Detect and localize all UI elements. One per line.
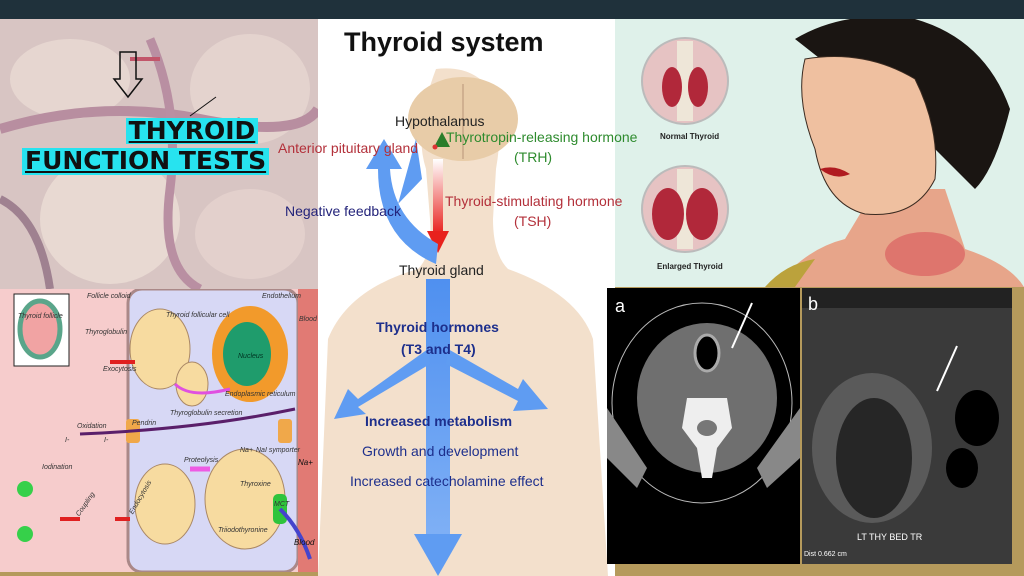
- label-anterior-pituitary: Anterior pituitary gland: [278, 140, 419, 156]
- label-thyroglobulin: Thyroglobulin: [85, 329, 128, 336]
- center-background: [318, 19, 615, 576]
- thyroid-system-diagram: Thyroid system Hypothalamus Anterior pit…: [278, 19, 637, 576]
- label-oxidation: Oxidation: [77, 423, 107, 430]
- goiter-panel: Normal Thyroid Enlarged Thyroid: [615, 19, 1024, 287]
- effect-growth: Growth and development: [362, 443, 519, 459]
- label-sodium-2: Na+: [298, 458, 313, 467]
- title-line-1: THYROID: [125, 117, 259, 145]
- label-thyroid-gland: Thyroid gland: [399, 262, 484, 278]
- label-blood-2: Blood: [294, 538, 315, 547]
- label-er: Endoplasmic reticulum: [225, 391, 296, 398]
- ct-scan-image: a: [607, 288, 800, 564]
- down-arrow-icon: [112, 51, 144, 99]
- label-negative-feedback: Negative feedback: [285, 203, 401, 219]
- negative-feedback-arrow: [366, 139, 438, 264]
- us-panel-label: b: [808, 294, 819, 314]
- label-thyroid-hormones: Thyroid hormones: [376, 319, 499, 335]
- label-sodium-1: Na+: [240, 447, 254, 454]
- label-follicle-colloid: Follicle colloid: [87, 293, 131, 300]
- label-trh-abbr: (TRH): [514, 149, 553, 165]
- label-iodide-1: I-: [65, 437, 70, 444]
- label-iodide-2: I-: [104, 437, 109, 444]
- label-nucleus: Nucleus: [238, 353, 264, 360]
- label-thyroxine: Thyroxine: [240, 481, 271, 488]
- label-tg-secretion: Thyroglobulin secretion: [170, 410, 243, 417]
- us-caption: LT THY BED TR: [857, 532, 923, 542]
- pointer-line: [189, 96, 217, 117]
- label-exocytosis: Exocytosis: [103, 366, 137, 373]
- effect-metabolism: Increased metabolism: [365, 413, 513, 429]
- label-nai-symporter: NaI symporter: [256, 447, 300, 454]
- title-banner: THYROID FUNCTION TESTS: [22, 117, 312, 175]
- woman-with-goiter-illustration: [765, 19, 1024, 287]
- hormone-arrows: [334, 279, 548, 576]
- label-endothelium: Endothelium: [262, 293, 301, 300]
- label-tsh-abbr: (TSH): [514, 213, 552, 229]
- label-hypothalamus: Hypothalamus: [395, 113, 485, 129]
- tsh-arrow: [427, 159, 449, 253]
- diagram-title: Thyroid system: [344, 27, 544, 57]
- effect-catecholamine: Increased catecholamine effect: [350, 473, 544, 489]
- ultrasound-image: b LT THY BED TR Dist 0.662 cm: [802, 288, 1012, 564]
- label-enlarged-thyroid: Enlarged Thyroid: [657, 262, 723, 271]
- top-bar: [0, 0, 1024, 19]
- label-thyroid-follicle: Thyroid follicle: [18, 313, 63, 320]
- us-measurement: Dist 0.662 cm: [804, 551, 847, 558]
- label-pendrin: Pendrin: [132, 420, 157, 427]
- label-mct: MCT: [274, 501, 290, 508]
- label-follicular-cell: Thyroid follicular cell: [166, 312, 230, 319]
- label-trh: Thyrotropin-releasing hormone: [446, 129, 638, 145]
- title-line-2: FUNCTION TESTS: [22, 147, 270, 175]
- normal-thyroid-image: [641, 37, 729, 125]
- label-iodination: Iodination: [42, 464, 73, 471]
- label-normal-thyroid: Normal Thyroid: [660, 132, 720, 141]
- body-illustration: [318, 68, 608, 576]
- label-t3-t4: (T3 and T4): [401, 341, 476, 357]
- label-proteolysis: Proteolysis: [184, 457, 219, 464]
- goiter-illustrations: [641, 19, 1024, 287]
- label-tsh: Thyroid-stimulating hormone: [445, 193, 623, 209]
- enlarged-thyroid-image: [641, 165, 729, 253]
- ct-panel-label: a: [615, 296, 626, 316]
- label-triiodothyronine: Triiodothyronine: [218, 527, 268, 534]
- cell-illustration: [0, 289, 318, 572]
- label-blood: Blood: [299, 316, 317, 323]
- follicular-cell-diagram: Thyroid follicle Follicle colloid Thyroi…: [0, 289, 318, 572]
